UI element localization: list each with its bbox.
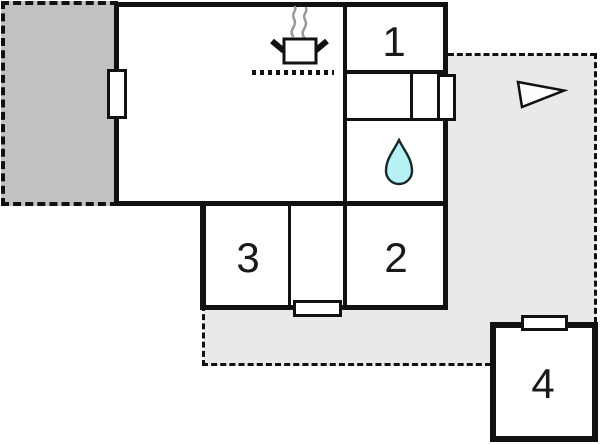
wall-room3-left: [200, 201, 206, 310]
window-marker-room4: [521, 315, 568, 331]
room-4-label: 4: [531, 360, 555, 407]
terrace-dash-top: [448, 53, 596, 56]
terrace-dash-left: [202, 305, 205, 366]
terrace-right-area-bottom: [204, 307, 490, 366]
terrace-dash-bottom: [202, 363, 491, 366]
wall-right: [443, 2, 448, 310]
wall-middle-vertical: [343, 2, 347, 306]
wall-room1-bottom: [345, 70, 445, 74]
window-marker-right: [437, 74, 456, 121]
terrace-right-area: [448, 55, 596, 322]
wall-middle-horizontal: [114, 201, 448, 206]
terrace-dash-right: [594, 53, 597, 323]
door-marker-bottom: [293, 300, 342, 317]
wall-bathroom-top: [345, 118, 445, 121]
room-2-label: 2: [384, 234, 408, 281]
window-marker-left: [107, 69, 127, 119]
wall-room3-right: [288, 206, 291, 306]
hob-dotted-line: [252, 70, 334, 75]
wall-top: [114, 2, 448, 7]
bottom-rooms: [200, 201, 448, 310]
room-3-label: 3: [236, 234, 260, 281]
wall-closet-divider: [410, 73, 413, 119]
terrace-left-area: [1, 1, 118, 206]
room-1-label: 1: [382, 18, 406, 65]
